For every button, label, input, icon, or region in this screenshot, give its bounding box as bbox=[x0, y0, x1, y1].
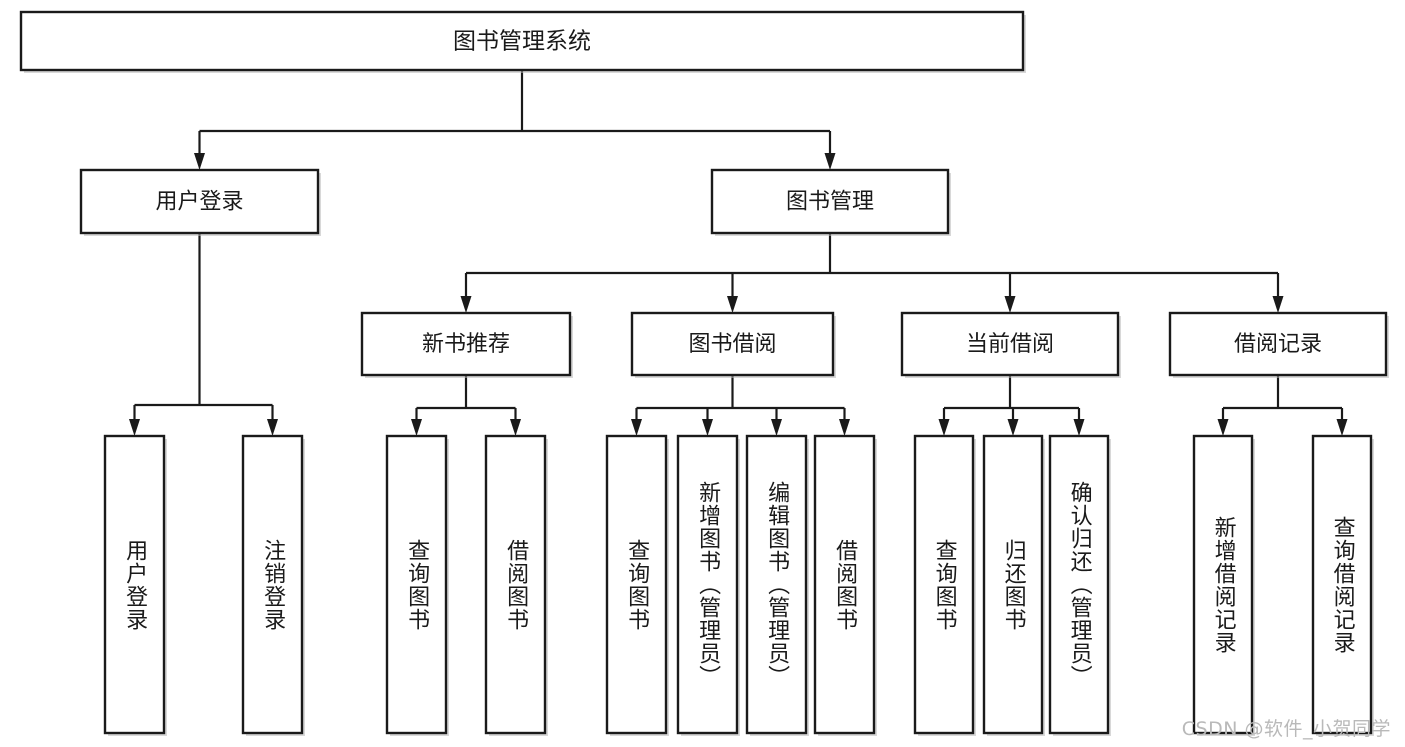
node-rect[interactable] bbox=[1168, 311, 1388, 377]
arrow-head bbox=[631, 419, 642, 436]
arrow-head bbox=[1007, 419, 1019, 436]
arrow-head bbox=[1336, 419, 1348, 436]
arrow-head bbox=[839, 419, 850, 436]
arrow-head bbox=[938, 419, 950, 436]
edge-group-user-login bbox=[129, 233, 278, 436]
node-leaf-confirm-return[interactable] bbox=[1048, 434, 1111, 736]
watermark: CSDN @软件_小贺同学 bbox=[1181, 718, 1391, 740]
edge-group-book-manage bbox=[460, 233, 1284, 313]
node-label-user-login: 用户登录 bbox=[155, 190, 243, 215]
edge-group-new-book-recommend bbox=[411, 375, 521, 436]
node-label-book-borrow: 图书借阅 bbox=[688, 332, 776, 357]
node-rect[interactable] bbox=[913, 434, 975, 735]
node-rect[interactable] bbox=[360, 311, 572, 377]
node-leaf-borrow-book-2[interactable] bbox=[813, 434, 877, 736]
arrow-head bbox=[1272, 296, 1284, 313]
node-book-borrow[interactable] bbox=[630, 311, 836, 378]
arrow-head bbox=[702, 419, 713, 436]
node-label-current-borrow: 当前借阅 bbox=[966, 332, 1054, 357]
node-user-login[interactable] bbox=[79, 168, 321, 236]
node-rect[interactable] bbox=[1048, 434, 1110, 735]
node-leaf-query-book-3[interactable] bbox=[913, 434, 976, 736]
edge-group-current-borrow bbox=[938, 375, 1085, 436]
arrow-head bbox=[1004, 296, 1016, 313]
node-rect[interactable] bbox=[676, 434, 739, 735]
node-leaf-query-book-1[interactable] bbox=[385, 434, 449, 736]
node-label-book-manage: 图书管理 bbox=[786, 190, 874, 215]
node-leaf-user-login[interactable] bbox=[103, 434, 167, 736]
node-rect[interactable] bbox=[605, 434, 668, 735]
node-new-book-recommend[interactable] bbox=[360, 311, 573, 378]
node-rect[interactable] bbox=[1311, 434, 1373, 735]
node-label-borrow-record: 借阅记录 bbox=[1234, 332, 1322, 357]
node-leaf-return-book[interactable] bbox=[982, 434, 1045, 736]
arrow-head bbox=[129, 419, 140, 436]
node-leaf-edit-book[interactable] bbox=[745, 434, 809, 736]
node-leaf-user-logout[interactable] bbox=[241, 434, 305, 736]
node-leaf-add-book[interactable] bbox=[676, 434, 740, 736]
node-rect[interactable] bbox=[710, 168, 950, 235]
arrow-head bbox=[1217, 419, 1229, 436]
node-rect[interactable] bbox=[982, 434, 1044, 735]
arrow-head bbox=[267, 419, 278, 436]
node-rect[interactable] bbox=[630, 311, 835, 377]
node-rect[interactable] bbox=[813, 434, 876, 735]
node-leaf-borrow-book-1[interactable] bbox=[484, 434, 548, 736]
arrow-head bbox=[460, 296, 472, 313]
node-leaf-query-book-2[interactable] bbox=[605, 434, 669, 736]
node-label-root: 图书管理系统 bbox=[453, 29, 591, 55]
node-leaf-query-record[interactable] bbox=[1311, 434, 1374, 736]
node-rect[interactable] bbox=[1192, 434, 1254, 735]
arrow-head bbox=[727, 296, 738, 313]
node-rect[interactable] bbox=[385, 434, 448, 735]
edge-group-root bbox=[194, 70, 836, 170]
node-boxes-layer bbox=[19, 10, 1389, 736]
node-rect[interactable] bbox=[103, 434, 166, 735]
node-rect[interactable] bbox=[79, 168, 320, 235]
node-rect[interactable] bbox=[900, 311, 1120, 377]
node-book-manage[interactable] bbox=[710, 168, 951, 236]
node-current-borrow[interactable] bbox=[900, 311, 1121, 378]
arrow-head bbox=[411, 419, 422, 436]
arrow-head bbox=[194, 153, 205, 170]
connectors-layer bbox=[129, 70, 1348, 436]
node-rect[interactable] bbox=[484, 434, 547, 735]
edge-group-book-borrow bbox=[631, 375, 850, 436]
node-borrow-record[interactable] bbox=[1168, 311, 1389, 378]
node-leaf-add-record[interactable] bbox=[1192, 434, 1255, 736]
arrow-head bbox=[1073, 419, 1085, 436]
node-rect[interactable] bbox=[241, 434, 304, 735]
arrow-head bbox=[771, 419, 782, 436]
arrow-head bbox=[510, 419, 521, 436]
node-root[interactable] bbox=[19, 10, 1026, 73]
arrow-head bbox=[824, 153, 836, 170]
node-rect[interactable] bbox=[745, 434, 808, 735]
node-label-new-book-recommend: 新书推荐 bbox=[422, 332, 510, 357]
node-rect[interactable] bbox=[19, 10, 1025, 72]
edge-group-borrow-record bbox=[1217, 375, 1348, 436]
